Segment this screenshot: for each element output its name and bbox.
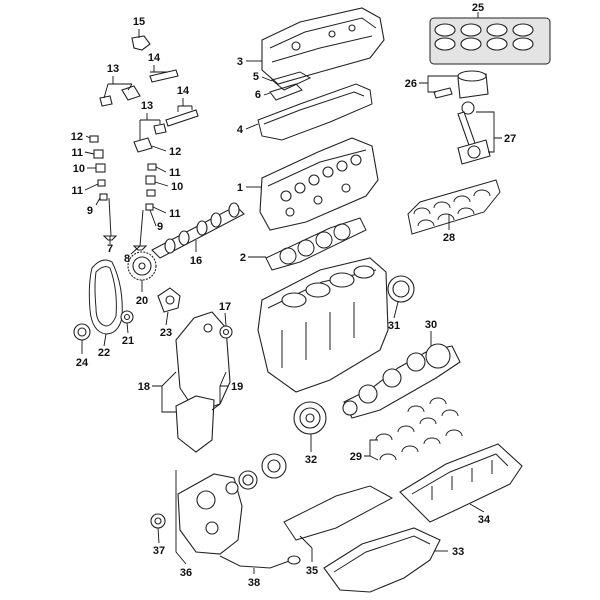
leader-lines bbox=[81, 12, 502, 574]
valve-cover-gasket-drawing bbox=[257, 71, 373, 141]
callout-9b: 9 bbox=[157, 221, 163, 233]
piston-rings-drawing bbox=[429, 17, 551, 65]
callout-10a: 10 bbox=[73, 163, 85, 175]
callout-21: 21 bbox=[122, 335, 134, 347]
callout-7: 7 bbox=[107, 243, 113, 255]
callout-25: 25 bbox=[472, 2, 484, 14]
rocker-arms-drawing bbox=[99, 35, 199, 153]
callout-36: 36 bbox=[180, 567, 192, 579]
cam-sprocket-drawing bbox=[127, 251, 157, 281]
rod-bearings-drawing bbox=[407, 179, 501, 235]
engine-block-drawing bbox=[257, 257, 389, 393]
callout-28: 28 bbox=[443, 232, 455, 244]
oil-pan-drawing bbox=[283, 485, 441, 593]
callout-13a: 13 bbox=[107, 63, 119, 75]
callout-19: 19 bbox=[231, 381, 243, 393]
tensioner-drawing bbox=[157, 287, 181, 313]
callout-27: 27 bbox=[504, 133, 516, 145]
valve-springs-keepers-drawing bbox=[89, 135, 157, 211]
crankshaft-drawing bbox=[342, 343, 461, 419]
callout-5: 5 bbox=[253, 71, 259, 83]
callout-9a: 9 bbox=[87, 205, 93, 217]
upper-oil-pan-drawing bbox=[399, 443, 523, 523]
callout-34: 34 bbox=[478, 514, 491, 526]
callout-12b: 12 bbox=[169, 146, 181, 158]
crank-seal-drawing bbox=[73, 323, 91, 341]
callout-4: 4 bbox=[237, 124, 244, 136]
crank-bearings-drawing bbox=[375, 397, 463, 461]
callout-6: 6 bbox=[255, 89, 261, 101]
damper-pulley-drawing bbox=[293, 401, 327, 435]
callout-11a: 11 bbox=[71, 147, 83, 159]
cylinder-head-drawing bbox=[259, 137, 379, 231]
timing-covers-drawing bbox=[175, 311, 231, 453]
callout-15: 15 bbox=[133, 16, 145, 28]
callout-3: 3 bbox=[237, 56, 243, 68]
connecting-rod-drawing bbox=[457, 101, 491, 165]
callout-22: 22 bbox=[98, 347, 110, 359]
front-seal-drawing bbox=[150, 513, 166, 529]
head-gasket-drawing bbox=[265, 217, 367, 271]
callout-2: 2 bbox=[240, 252, 246, 264]
callout-8: 8 bbox=[124, 253, 130, 265]
callout-31: 31 bbox=[388, 320, 400, 332]
callout-14a: 14 bbox=[148, 52, 161, 64]
callout-24: 24 bbox=[76, 357, 89, 369]
callout-labels: 1 2 3 4 5 6 7 8 9 9 10 10 11 11 11 11 12… bbox=[71, 2, 517, 589]
callout-16: 16 bbox=[190, 255, 202, 267]
callout-20: 20 bbox=[136, 295, 148, 307]
callout-37: 37 bbox=[153, 545, 165, 557]
callout-38: 38 bbox=[248, 577, 260, 589]
callout-32: 32 bbox=[305, 454, 317, 466]
idler-pulley-drawing bbox=[120, 310, 134, 324]
camshaft-drawing bbox=[151, 202, 245, 259]
callout-26: 26 bbox=[405, 78, 417, 90]
callout-13b: 13 bbox=[141, 100, 153, 112]
oil-pickup-drawing bbox=[219, 555, 301, 569]
callout-12a: 12 bbox=[71, 131, 83, 143]
callout-35: 35 bbox=[306, 565, 318, 577]
callout-18: 18 bbox=[138, 381, 150, 393]
valve-cover-drawing bbox=[261, 7, 385, 85]
rear-seal-drawing bbox=[387, 275, 415, 303]
callout-30: 30 bbox=[425, 319, 437, 331]
timing-belt-drawing bbox=[88, 259, 123, 335]
cam-seal-drawing bbox=[219, 325, 233, 339]
callout-11c: 11 bbox=[169, 167, 181, 179]
oil-pump-cover-drawing bbox=[177, 453, 287, 555]
callout-11d: 11 bbox=[169, 208, 181, 220]
callout-29: 29 bbox=[350, 451, 362, 463]
callout-1: 1 bbox=[237, 182, 243, 194]
callout-17: 17 bbox=[219, 301, 231, 313]
callout-10b: 10 bbox=[171, 181, 183, 193]
callout-23: 23 bbox=[160, 327, 172, 339]
callout-14b: 14 bbox=[177, 85, 190, 97]
callout-11b: 11 bbox=[71, 185, 83, 197]
piston-drawing bbox=[433, 70, 489, 99]
callout-33: 33 bbox=[452, 546, 464, 558]
